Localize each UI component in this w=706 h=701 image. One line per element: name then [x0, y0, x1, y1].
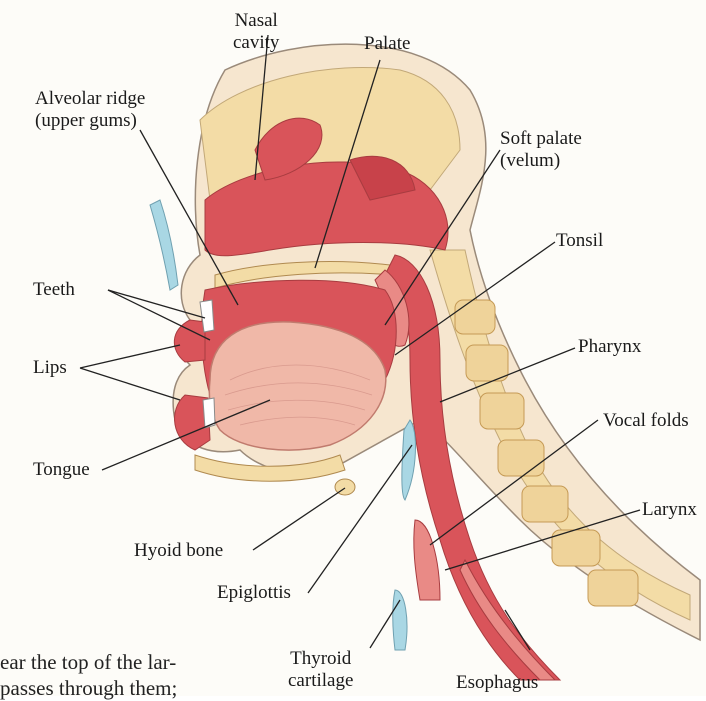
larynx-shape: [414, 520, 440, 600]
label-pharynx: Pharynx: [578, 336, 641, 358]
label-nasal-cavity: Nasal cavity: [233, 10, 279, 54]
label-palate: Palate: [364, 33, 410, 55]
upper-lip: [174, 320, 205, 362]
label-lips: Lips: [33, 357, 67, 379]
epiglottis-shape: [402, 420, 416, 500]
label-tonsil: Tonsil: [556, 230, 603, 252]
label-soft-palate: Soft palate (velum): [500, 128, 582, 172]
label-larynx: Larynx: [642, 499, 697, 521]
label-esophagus: Esophagus: [456, 672, 538, 694]
label-vocal-folds: Vocal folds: [603, 410, 689, 432]
label-teeth: Teeth: [33, 279, 75, 301]
thyroid-cartilage-shape: [393, 590, 407, 650]
label-epiglottis: Epiglottis: [217, 582, 291, 604]
body-text-line-1: ear the top of the lar-: [0, 650, 176, 675]
label-hyoid-bone: Hyoid bone: [134, 540, 223, 562]
label-tongue: Tongue: [33, 459, 90, 481]
cartilage-strip: [150, 200, 178, 290]
label-alveolar-ridge: Alveolar ridge (upper gums): [35, 88, 145, 132]
label-thyroid-cartilage: Thyroid cartilage: [288, 648, 353, 692]
body-text-line-2: passes through them;: [0, 676, 177, 701]
